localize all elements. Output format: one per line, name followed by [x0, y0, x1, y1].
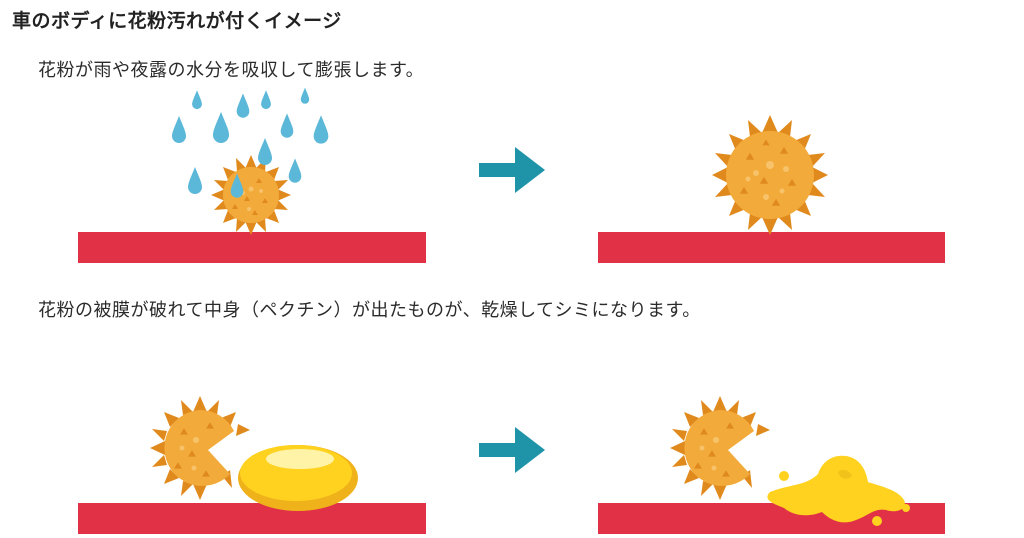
car-body-surface	[598, 232, 945, 263]
pectin-drop-icon	[238, 445, 358, 511]
pollen-icon	[712, 115, 828, 235]
caption-stain: 花粉の被膜が破れて中身（ペクチン）が出たものが、乾燥してシミになります。	[38, 300, 701, 321]
car-body-surface	[78, 503, 426, 534]
pollen-icon	[211, 155, 291, 235]
arrow-right-icon	[479, 147, 545, 193]
pollen-icon	[150, 396, 250, 500]
car-body-surface	[78, 232, 426, 263]
row-swelling	[78, 87, 945, 263]
page-title: 車のボディに花粉汚れが付くイメージ	[12, 10, 342, 32]
caption-swelling: 花粉が雨や夜露の水分を吸収して膨張します。	[38, 60, 425, 81]
arrow-right-icon	[479, 427, 545, 473]
pollen-icon	[670, 396, 770, 500]
stain-splat-icon	[767, 455, 910, 526]
row-stain	[78, 396, 945, 534]
